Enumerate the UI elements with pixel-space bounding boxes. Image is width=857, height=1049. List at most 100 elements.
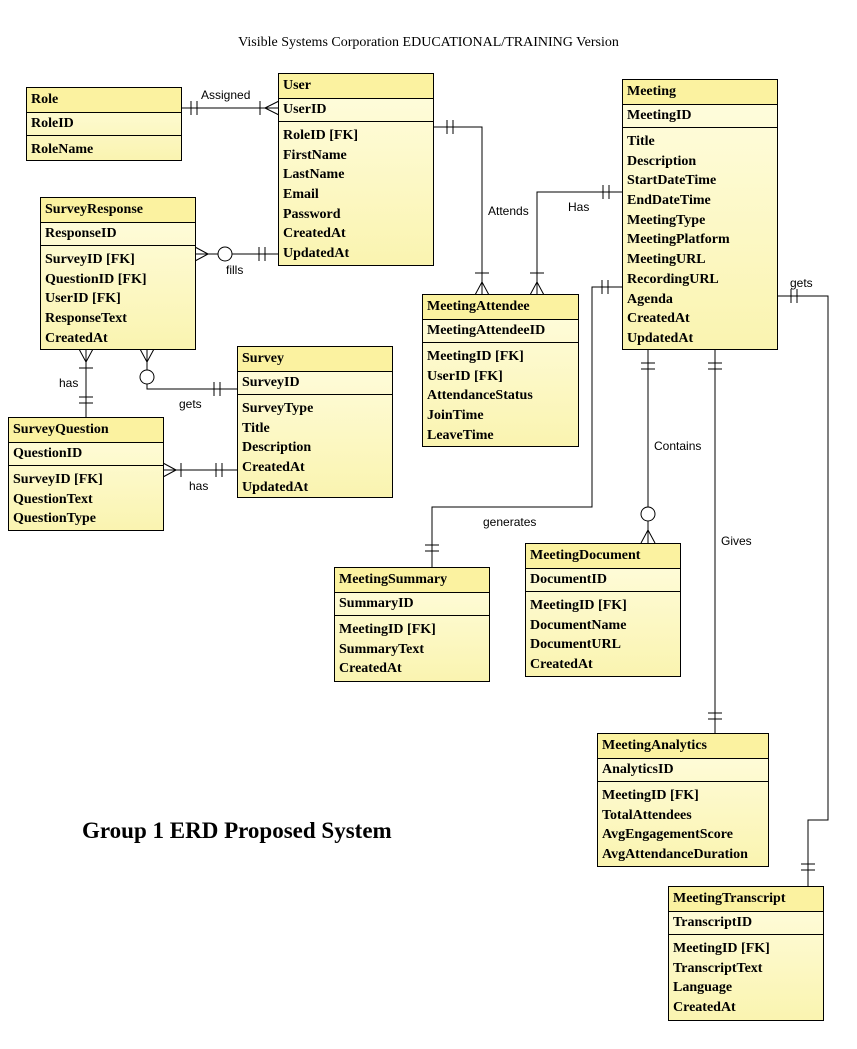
- primary-key: DocumentID: [526, 569, 680, 592]
- rel-label-has-survey-question: has: [189, 479, 209, 493]
- attribute: RecordingURL: [627, 271, 719, 287]
- attribute: QuestionID [FK]: [45, 271, 147, 287]
- attribute-list: SurveyID [FK] QuestionID [FK] UserID [FK] R…: [41, 246, 195, 350]
- attribute: MeetingURL: [627, 252, 706, 268]
- primary-key: TranscriptID: [669, 912, 823, 935]
- primary-key: QuestionID: [9, 443, 163, 466]
- attribute: SurveyType: [242, 401, 314, 416]
- attribute: UpdatedAt: [627, 330, 694, 346]
- entity-name: Role: [27, 88, 181, 113]
- attribute: QuestionType: [13, 511, 96, 527]
- attribute: MeetingID [FK]: [339, 622, 436, 637]
- attribute: FirstName: [283, 147, 347, 163]
- attribute: QuestionText: [13, 491, 93, 507]
- attribute: MeetingID [FK]: [530, 598, 627, 613]
- entity-name: MeetingAnalytics: [598, 734, 768, 759]
- attribute: StartDateTime: [627, 173, 717, 189]
- line-meeting-meetingtranscript: [777, 295, 829, 886]
- entity-name: MeetingAttendee: [423, 295, 578, 320]
- attribute: RoleID [FK]: [283, 128, 359, 143]
- attribute: UpdatedAt: [242, 479, 309, 495]
- attribute: UserID [FK]: [427, 368, 503, 384]
- attribute-list: MeetingID [FK] UserID [FK] AttendanceStatu…: [423, 343, 578, 447]
- attribute: CreatedAt: [627, 311, 690, 327]
- entity-name: MeetingDocument: [526, 544, 680, 569]
- attribute: DocumentName: [530, 617, 627, 633]
- attribute: Description: [242, 440, 312, 456]
- rel-label-fills: fills: [226, 263, 244, 277]
- attribute: Description: [627, 153, 697, 169]
- attribute: CreatedAt: [45, 330, 108, 346]
- primary-key: SurveyID: [238, 372, 392, 395]
- attribute: LastName: [283, 167, 345, 183]
- attribute: AvgEngagementScore: [602, 827, 733, 843]
- rel-label-assigned: Assigned: [201, 88, 251, 102]
- rel-label-gets-meeting: gets: [790, 276, 813, 290]
- attribute: JoinTime: [427, 408, 484, 424]
- rel-label-has-meeting: Has: [568, 200, 590, 214]
- attribute: AttendanceStatus: [427, 388, 533, 404]
- entity-name: SurveyResponse: [41, 198, 195, 223]
- primary-key: AnalyticsID: [598, 759, 768, 782]
- primary-key: ResponseID: [41, 223, 195, 246]
- rel-label-gets-survey: gets: [179, 397, 202, 411]
- attribute: UserID [FK]: [45, 291, 121, 307]
- attribute: LeaveTime: [427, 427, 494, 443]
- attribute: MeetingID [FK]: [673, 941, 770, 956]
- attribute-list: RoleName: [27, 136, 181, 162]
- primary-key: SummaryID: [335, 593, 489, 616]
- rel-label-has-survey-response: has: [59, 376, 79, 390]
- attribute: Email: [283, 187, 319, 203]
- attribute: TranscriptText: [673, 960, 763, 976]
- rel-label-contains: Contains: [654, 439, 702, 453]
- attribute: Language: [673, 980, 733, 996]
- attribute: RoleName: [31, 142, 94, 157]
- attribute: Password: [283, 206, 341, 222]
- primary-key: MeetingAttendeeID: [423, 320, 578, 343]
- entity-name: Survey: [238, 347, 392, 372]
- entity-name: Meeting: [623, 80, 777, 105]
- rel-label-attends: Attends: [488, 204, 529, 218]
- line-meeting-meetingattendee: [536, 191, 623, 295]
- entity-name: MeetingTranscript: [669, 887, 823, 912]
- attribute: SurveyID [FK]: [45, 252, 135, 267]
- attribute: CreatedAt: [339, 661, 402, 677]
- attribute: Title: [242, 420, 270, 436]
- attribute: Agenda: [627, 291, 673, 307]
- rel-label-generates: generates: [483, 515, 537, 529]
- primary-key: UserID: [279, 99, 433, 122]
- attribute: ResponseText: [45, 311, 127, 327]
- diagram-title: Group 1 ERD Proposed System: [82, 818, 392, 843]
- attribute: EndDateTime: [627, 193, 711, 209]
- attribute: MeetingPlatform: [627, 232, 730, 248]
- attribute: MeetingID [FK]: [427, 349, 524, 364]
- attribute: TotalAttendees: [602, 807, 692, 823]
- rel-label-gives: Gives: [721, 534, 752, 548]
- attribute: AvgAttendanceDuration: [602, 847, 748, 863]
- attribute: DocumentURL: [530, 637, 621, 653]
- attribute: MeetingID [FK]: [602, 788, 699, 803]
- attribute: CreatedAt: [283, 226, 346, 242]
- attribute: CreatedAt: [673, 1000, 736, 1016]
- primary-key: RoleID: [27, 113, 181, 136]
